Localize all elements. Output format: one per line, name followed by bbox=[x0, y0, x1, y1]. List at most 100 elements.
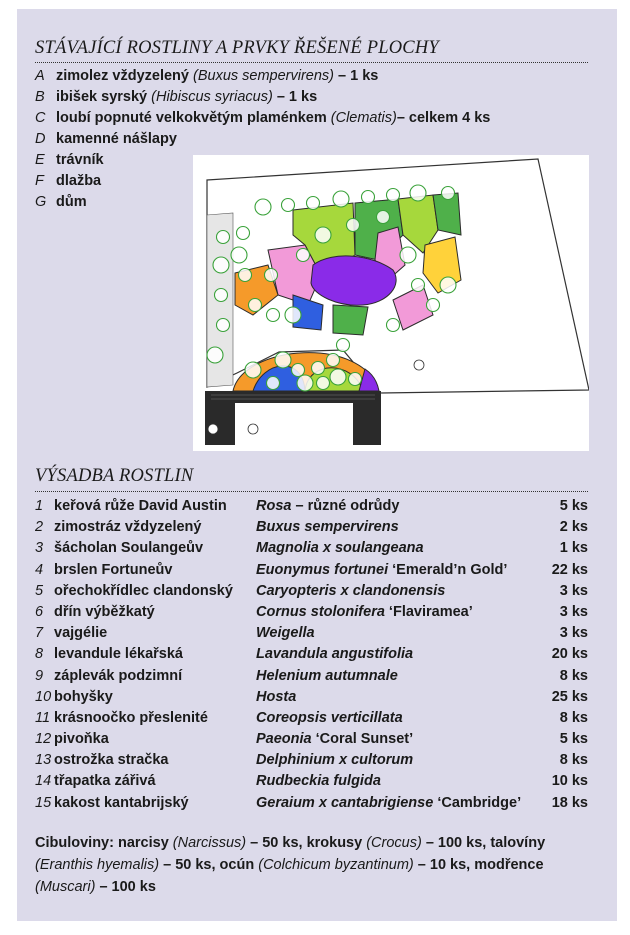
plant-circle bbox=[399, 246, 417, 264]
legend-text: loubí popnuté velkokvětým plaménkem bbox=[56, 110, 331, 126]
czech-name: vajgélie bbox=[54, 625, 108, 642]
quantity: 22 ks bbox=[551, 561, 588, 578]
plant-circle bbox=[347, 371, 363, 387]
legend-latin: (Hibiscus syriacus) bbox=[151, 89, 273, 105]
row-number: 10 bbox=[35, 688, 52, 705]
latin-name: Coreopsis verticillata bbox=[256, 708, 403, 729]
plant-circle bbox=[265, 307, 281, 323]
plant-circle bbox=[325, 352, 341, 368]
plant-circle bbox=[263, 267, 279, 283]
cultivar: – různé odrůdy bbox=[291, 498, 400, 514]
latin-name: Helenium autumnale bbox=[256, 666, 398, 687]
legend-letter: C bbox=[35, 110, 46, 126]
plant-circles bbox=[206, 184, 457, 392]
bed-purple bbox=[310, 255, 397, 306]
cultivar: ‘Coral Sunset’ bbox=[311, 731, 414, 748]
czech-name: zimostráz vždyzelený bbox=[54, 519, 202, 536]
row-number: 9 bbox=[35, 667, 44, 684]
latin-genus: Coreopsis verticillata bbox=[256, 709, 403, 726]
czech-name: brslen Fortuneův bbox=[54, 561, 173, 578]
bulbs-text: – 10 ks, modřence bbox=[413, 857, 544, 873]
quantity: 10 ks bbox=[551, 773, 588, 790]
garden-plan-drawing bbox=[205, 158, 590, 445]
czech-name: pivoňka bbox=[54, 731, 109, 748]
latin-name: Caryopteris x clandonensis bbox=[256, 581, 445, 602]
row-number: 5 bbox=[35, 582, 44, 599]
legend-letter: G bbox=[35, 194, 47, 210]
latin-genus: Weigella bbox=[256, 625, 315, 642]
latin-genus: Delphinium x cultorum bbox=[256, 752, 414, 769]
row-number: 6 bbox=[35, 603, 44, 620]
plant-circle bbox=[290, 362, 306, 378]
czech-name: dřín výběžkatý bbox=[54, 603, 155, 620]
bulbs-latin: (Colchicum byzantinum) bbox=[258, 857, 414, 873]
legend-text: ibišek syrský bbox=[56, 89, 152, 105]
latin-name: Paeonia ‘Coral Sunset’ bbox=[256, 729, 413, 750]
house-hatch bbox=[211, 394, 375, 400]
plant-circle bbox=[329, 368, 347, 386]
plant-circle bbox=[314, 226, 332, 244]
quantity: 8 ks bbox=[559, 667, 588, 684]
bed-lime-2 bbox=[397, 194, 439, 254]
quantity: 2 ks bbox=[559, 519, 588, 536]
quantity: 3 ks bbox=[559, 603, 588, 620]
plant-circle bbox=[305, 195, 321, 211]
latin-name: Buxus sempervirens bbox=[256, 517, 399, 538]
cultivar: ‘Emerald’n Gold’ bbox=[388, 561, 508, 578]
heading-rule bbox=[35, 62, 588, 63]
czech-name: bohyšky bbox=[54, 688, 113, 705]
plant-circle bbox=[215, 229, 231, 245]
plant-circle bbox=[265, 375, 281, 391]
plant-circle bbox=[235, 225, 251, 241]
bed-pink-3 bbox=[392, 284, 434, 331]
czech-name: keřová růže David Austin bbox=[54, 498, 227, 514]
quantity: 3 ks bbox=[559, 582, 588, 599]
czech-name: třapatka zářivá bbox=[54, 773, 156, 790]
latin-genus: Geraium x cantabrigiense bbox=[256, 794, 434, 811]
bulbs-latin: (Eranthis hyemalis) bbox=[35, 857, 160, 873]
plant-circle bbox=[440, 185, 456, 201]
latin-genus: Buxus sempervirens bbox=[256, 519, 399, 536]
bed-green-3 bbox=[332, 304, 369, 336]
row-number: 14 bbox=[35, 773, 52, 790]
latin-genus: Euonymus fortunei bbox=[256, 561, 389, 578]
legend-text: dům bbox=[56, 194, 87, 210]
bulbs-text: Cibuloviny: narcisy bbox=[35, 835, 173, 851]
latin-genus: Rudbeckia fulgida bbox=[256, 773, 381, 790]
legend-letter: E bbox=[35, 152, 45, 168]
legend-count: – celkem 4 ks bbox=[396, 110, 491, 126]
plant-circle bbox=[296, 374, 314, 392]
latin-genus: Hosta bbox=[256, 688, 297, 705]
quantity: 5 ks bbox=[559, 498, 588, 514]
quantity: 25 ks bbox=[551, 688, 588, 705]
latin-genus: Lavandula angustifolia bbox=[256, 646, 414, 663]
plant-circle bbox=[254, 198, 272, 216]
latin-name: Delphinium x cultorum bbox=[256, 750, 413, 771]
bulbs-note: Cibuloviny: narcisy (Narcissus) – 50 ks,… bbox=[35, 832, 595, 898]
plant-circle bbox=[385, 187, 401, 203]
plant-circle bbox=[244, 361, 262, 379]
legend-letter: A bbox=[35, 68, 45, 84]
legend-text: kamenné nášlapy bbox=[56, 131, 177, 147]
legend-letter: B bbox=[35, 89, 45, 105]
plant-circle bbox=[385, 317, 401, 333]
bed-semicircle-purple bbox=[358, 368, 380, 392]
latin-genus: Cornus stolonifera bbox=[256, 603, 385, 620]
plant-circle bbox=[274, 351, 292, 369]
